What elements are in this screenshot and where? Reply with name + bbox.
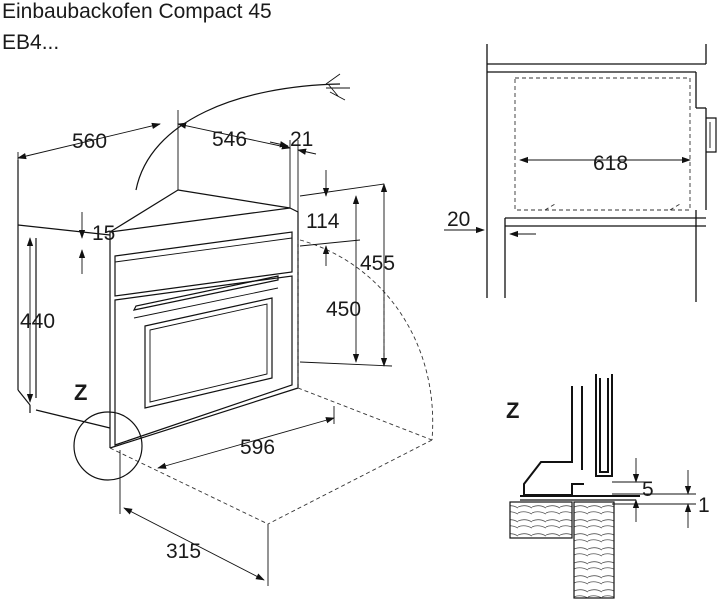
model-number: EB4... bbox=[2, 31, 60, 54]
dim-cabinet-depth: 618 bbox=[593, 152, 628, 175]
niche-outline bbox=[17, 110, 291, 429]
detail-z-title: Z bbox=[506, 398, 519, 423]
dim-niche-depth: 560 bbox=[72, 130, 107, 153]
dim-niche-height: 440 bbox=[20, 310, 55, 333]
dim-front-offset: 114 bbox=[306, 210, 340, 233]
dim-oven-height: 450 bbox=[326, 298, 361, 321]
dim-detail-step: 5 bbox=[642, 478, 654, 501]
dim-rear-gap: 20 bbox=[447, 208, 470, 231]
detail-z-label: Z bbox=[74, 380, 87, 405]
dimension-lines bbox=[17, 122, 393, 586]
detail-z-marker bbox=[73, 411, 143, 481]
dim-door-clearance: 315 bbox=[166, 540, 201, 563]
dim-niche-width: 546 bbox=[212, 128, 247, 151]
dim-detail-gap: 1 bbox=[698, 494, 710, 517]
dim-panel-height: 15 bbox=[92, 222, 115, 245]
side-section bbox=[444, 44, 717, 302]
worktop-wood bbox=[509, 501, 573, 539]
door-swing bbox=[109, 239, 434, 525]
door-window bbox=[144, 297, 273, 409]
product-title: Einbaubackofen Compact 45 bbox=[2, 0, 272, 23]
cable-end-icon bbox=[325, 73, 350, 101]
door-handle bbox=[132, 275, 279, 311]
cabinet-wood bbox=[573, 501, 615, 599]
power-cable bbox=[135, 83, 341, 191]
oven-body bbox=[109, 207, 299, 449]
dim-oven-width: 596 bbox=[240, 436, 275, 459]
dim-total-height: 455 bbox=[360, 252, 395, 275]
dim-top-gap: 21 bbox=[290, 128, 313, 151]
detail-z-view bbox=[509, 374, 696, 599]
